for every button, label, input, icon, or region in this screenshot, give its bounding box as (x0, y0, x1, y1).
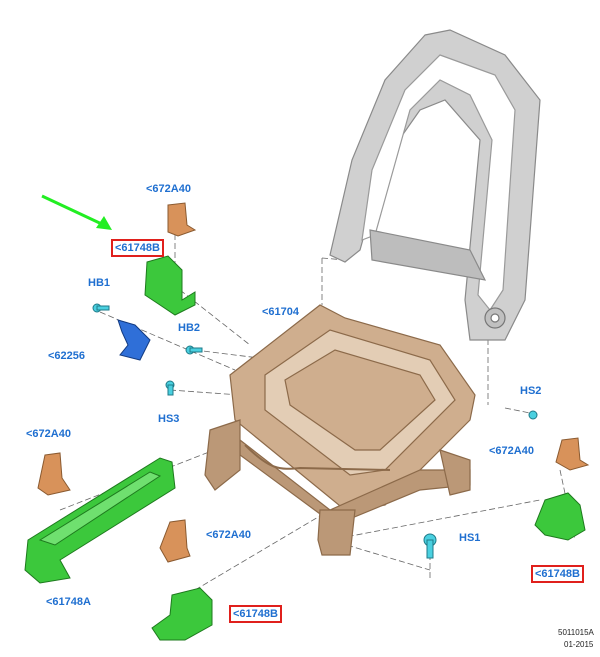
label-61748a: <61748A (46, 596, 91, 608)
bracket-61748b-right-shape (534, 492, 586, 541)
label-61748b-right: <61748B (531, 565, 584, 583)
bracket-672a40-left-shape (37, 452, 71, 496)
label-hs1: HS1 (459, 532, 481, 544)
label-hb2: HB2 (178, 322, 201, 334)
label-672a40-left: <672A40 (26, 428, 71, 440)
part-61748a-shape (24, 457, 176, 584)
bracket-672a40-right-shape (555, 437, 590, 471)
drawing-date: 01-2015 (564, 640, 594, 649)
label-hs3: HS3 (158, 413, 180, 425)
label-hb1: HB1 (88, 277, 111, 289)
bracket-61748b-bottom-shape (151, 587, 213, 641)
seat-back-frame (329, 29, 541, 341)
drawing-number: 5011015A (558, 628, 594, 637)
label-61748b-bottom: <61748B (229, 605, 282, 623)
bracket-672a40-bottom-shape (159, 519, 191, 563)
label-61704: <61704 (262, 306, 300, 318)
label-61748b-top: <61748B (111, 239, 164, 257)
label-672a40-top: <672A40 (146, 183, 191, 195)
bracket-61748b-top-shape (144, 255, 196, 316)
pointer-arrow (41, 194, 112, 230)
label-62256: <62256 (48, 350, 86, 362)
part-62256-shape (117, 319, 151, 361)
fasteners (92, 303, 538, 559)
bracket-672a40-top-shape (167, 202, 197, 237)
seat-cushion-frame (204, 304, 476, 556)
label-hs2: HS2 (520, 385, 542, 397)
label-672a40-bottom: <672A40 (206, 529, 251, 541)
label-672a40-right: <672A40 (489, 445, 534, 457)
